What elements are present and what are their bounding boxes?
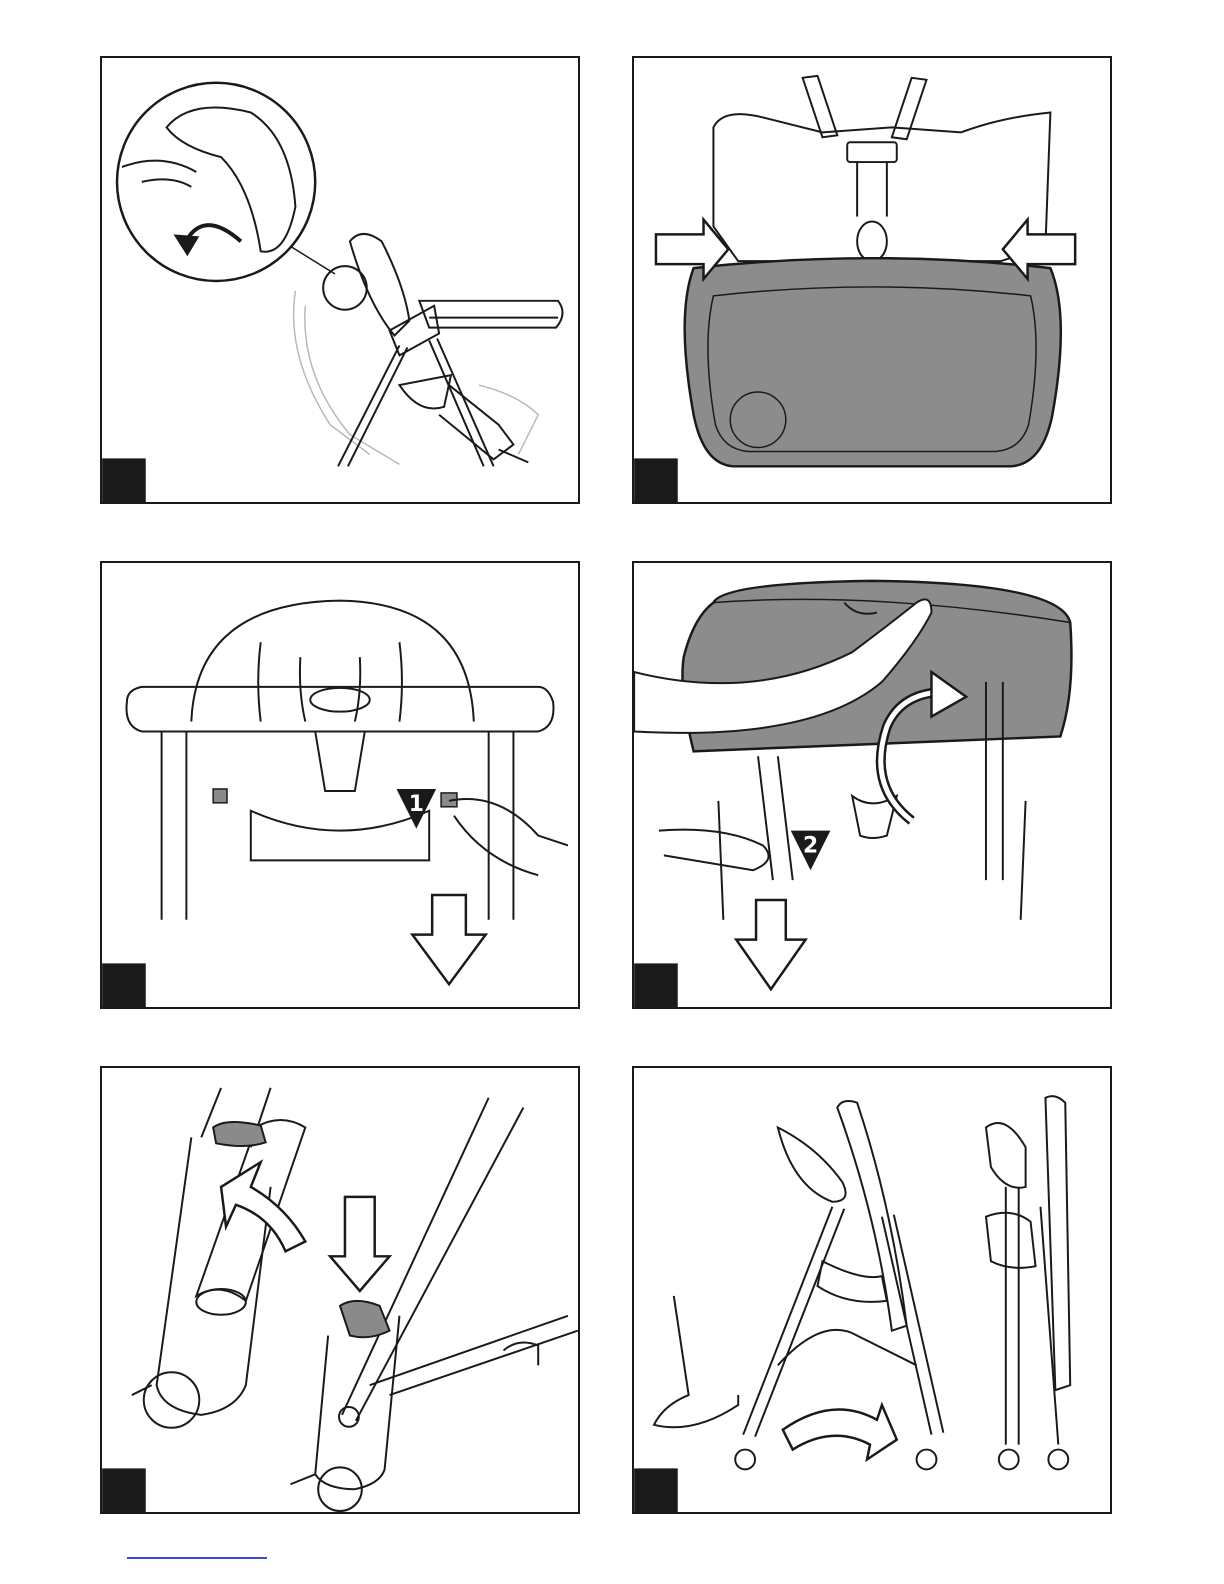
callout-step-2: 2 xyxy=(791,831,831,871)
panel-release-tray-step-1: 1 xyxy=(100,561,580,1009)
figure-number-block xyxy=(102,458,146,502)
hand-outline xyxy=(659,830,769,871)
down-arrow-icon xyxy=(736,900,805,989)
seat-top-view xyxy=(713,76,1050,261)
fold-illustration xyxy=(634,1068,1110,1512)
zoom-circle xyxy=(117,83,315,281)
curved-arrow-icon xyxy=(221,1162,305,1251)
lock-lever xyxy=(213,1122,266,1146)
figure-number-block xyxy=(634,963,678,1007)
svg-text:1: 1 xyxy=(409,792,424,817)
hand-outline xyxy=(986,1123,1026,1188)
lock-lever xyxy=(340,1301,390,1337)
tray-attach-illustration xyxy=(634,58,1110,502)
foot-outline xyxy=(654,1296,738,1427)
release-button xyxy=(213,789,227,803)
highchair-side xyxy=(323,234,562,466)
panel-remove-tray-step-2: 2 xyxy=(632,561,1112,1009)
tray-remove-illustration: 2 xyxy=(634,563,1110,1007)
down-arrow-icon xyxy=(412,895,485,984)
frame-tubes xyxy=(132,1088,578,1511)
hand-outline xyxy=(454,816,538,875)
frame-unlock-illustration xyxy=(102,1068,578,1512)
figure-number-block xyxy=(634,1468,678,1512)
panel-attach-tray xyxy=(632,56,1112,504)
panel-unlock-frame xyxy=(100,1066,580,1514)
panel-recline-backrest xyxy=(100,56,580,504)
svg-text:2: 2 xyxy=(803,833,818,858)
tray-shape xyxy=(685,258,1061,466)
panel-fold-chair xyxy=(632,1066,1112,1514)
footer-rule xyxy=(127,1557,267,1559)
figure-number-block xyxy=(102,1468,146,1512)
fold-arrow-icon xyxy=(783,1405,897,1460)
figure-number-block xyxy=(102,963,146,1007)
seat-front-view xyxy=(126,601,553,920)
down-arrow-icon xyxy=(330,1197,389,1291)
zoom-leader-line xyxy=(290,246,335,274)
recline-illustration xyxy=(102,58,578,502)
figure-number-block xyxy=(634,458,678,502)
hand-outline xyxy=(778,1127,846,1201)
hand-outline xyxy=(449,799,568,845)
tray-release-illustration: 1 xyxy=(102,563,578,1007)
